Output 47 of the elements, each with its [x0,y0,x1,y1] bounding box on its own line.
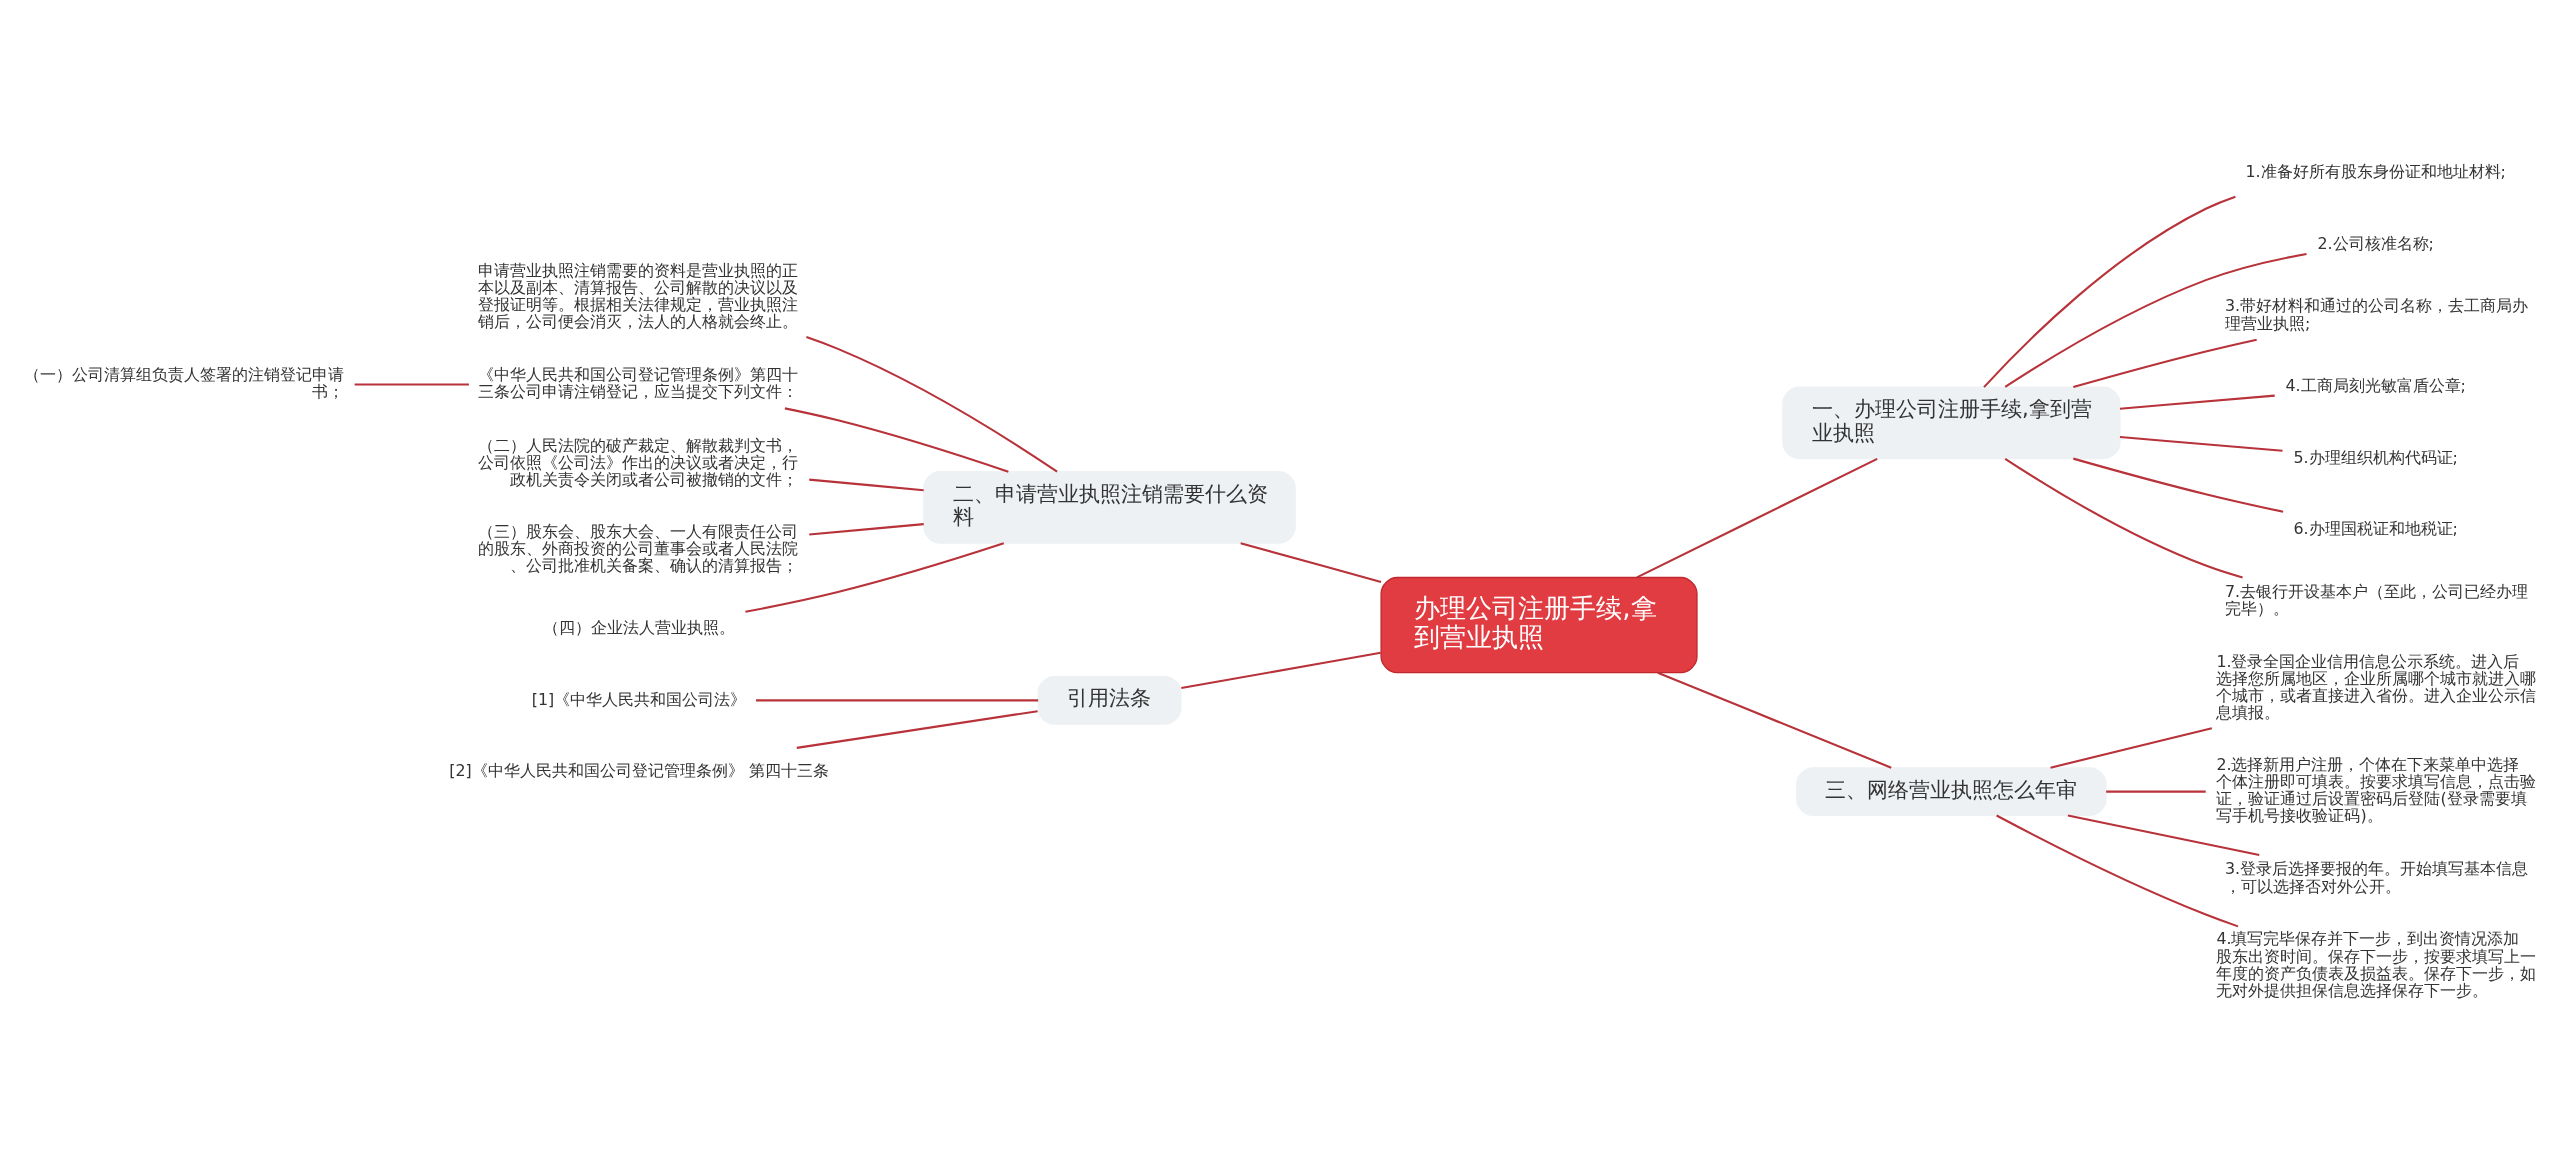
connector [2004,252,2307,388]
node-box: 引用法条 [1037,675,1182,725]
node-text: 申请营业执照注销需要的资料是营业执照的正本以及副本、清算报告、公司解散的决议以及登报证明等。根据相关法律规定，营业执照注销后，公司便会消灭，法人的人格就会终止。 [478,260,799,331]
node-text: 《中华人民共和国公司登记管理条例》第四十三条公司申请注销登记，应当提交下列文件： [478,364,799,401]
connector [1996,814,2239,927]
connector [796,709,1038,749]
connector [1181,651,1381,689]
connector [784,406,1009,473]
node-box: 一、办理公司注册手续,拿到营业执照 [1782,386,2121,459]
node-text: 2.公司核准名称; [2317,233,2434,253]
connector [806,335,1058,473]
node-text: 3.带好材料和通过的公司名称，去工商局办理营业执照; [2224,295,2529,332]
node-box: 二、申请营业执照注销需要什么资料 [923,470,1296,544]
node-text: 3.登录后选择要报的年。开始填写基本信息，可以选择否对外公开。 [2224,858,2529,896]
node-text: [2]《中华人民共和国公司登记管理条例》 第四十三条 [449,760,829,780]
node-text: 7.去银行开设基本户（至此，公司已经办理完毕）。 [2224,581,2529,618]
connector [1657,671,1892,769]
node-box: 办理公司注册手续,拿到营业执照 [1380,576,1698,673]
connector [2119,435,2283,452]
connector [2067,813,2260,856]
connector [1240,541,1382,583]
node-text: 4.工商局刻光敏富盾公章; [2285,375,2466,395]
node-text: （四）企业法人营业执照。 [543,617,735,637]
connector [2004,457,2243,578]
node-text: 2.选择新用户注册，个体在下来菜单中选择个体注册即可填表。按要求填写信息，点击验证，验证通过后设置密码后登陆(登录需要填写手机号接收验证码)。 [2216,754,2537,825]
node-text: 5.办理组织机构代码证; [2293,447,2458,467]
connector [2073,338,2257,388]
node-box: 三、网络营业执照怎么年审 [1796,766,2107,816]
connector [809,522,924,536]
connector [745,541,1005,613]
connector [2050,726,2213,769]
node-text: 1.登录全国企业信用信息公示系统。进入后选择您所属地区，企业所属哪个城市就进入哪个城市，或者直接进入省份。进入企业公示信息填报。 [2216,651,2537,722]
connector [354,383,469,386]
connector [2119,394,2275,410]
connector [756,698,1039,701]
node-text: 6.办理国税证和地税证; [2293,518,2458,538]
node-text: [1]《中华人民共和国公司法》 [531,689,747,709]
node-text: 4.填写完毕保存并下一步，到出资情况添加股东出资时间。保存下一步，按要求填写上一年度的资产负债表及损益表。保存下一步，如无对外提供担保信息选择保存下一步。 [2216,928,2537,1000]
connector [809,478,924,491]
node-text: （一）公司清算组负责人签署的注销登记申请书； [23,364,344,401]
connector [2073,457,2284,513]
node-text: （三）股东会、股东大会、一人有限责任公司的股东、外商投资的公司董事会或者人民法院、公司批准机关备案、确认的清算报告； [478,521,799,575]
connector [2106,790,2206,793]
node-text: 1.准备好所有股东身份证和地址材料; [2245,161,2506,181]
node-text: （二）人民法院的破产裁定、解散裁判文书，公司依照《公司法》作出的决议或者决定，行政机关责令关闭或者公司被撤销的文件； [478,435,799,489]
connector [1636,457,1878,578]
connector [1983,195,2236,388]
